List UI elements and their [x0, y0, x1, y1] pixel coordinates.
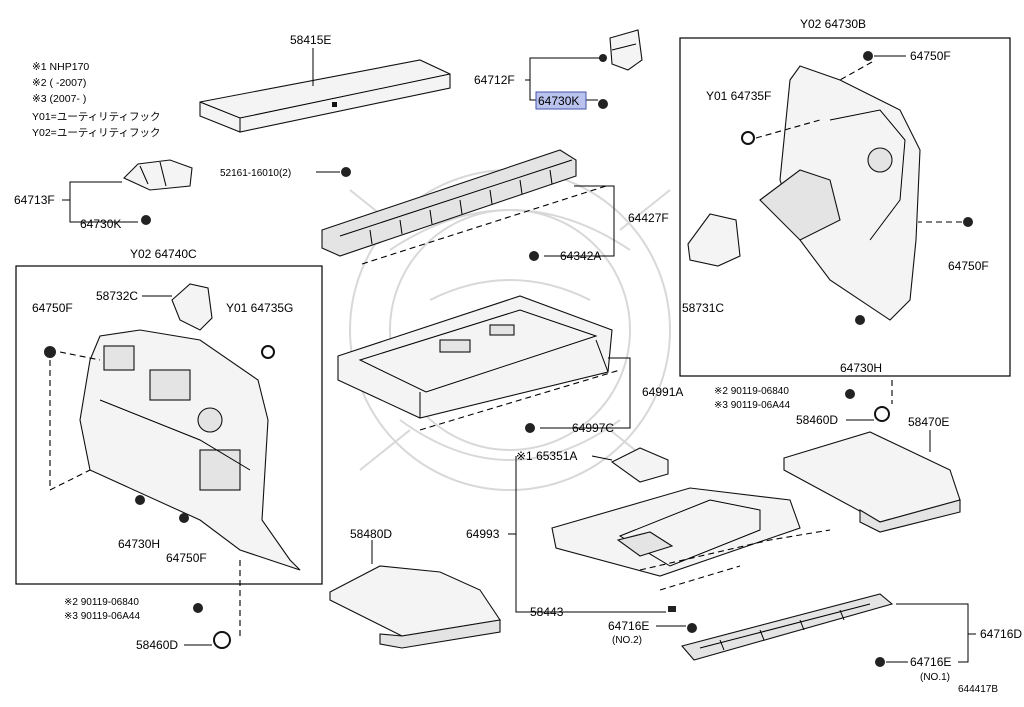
part-64730B-trim[interactable] — [759, 65, 921, 321]
group-box-right — [679, 37, 1011, 377]
note-2: ※2 ( -2007) — [32, 77, 86, 89]
label-58443[interactable]: 58443 — [530, 605, 564, 619]
clip-64342A — [529, 251, 539, 261]
group-title-right: Y02 64730B — [800, 17, 866, 31]
part-58480D[interactable] — [329, 565, 501, 649]
label-58731C[interactable]: 58731C — [682, 301, 724, 315]
clip-64730K-top — [599, 54, 607, 62]
clip-64730K-top-2 — [598, 99, 608, 109]
label-64716E-no2-note: (NO.2) — [612, 635, 642, 646]
hook-58460D-l — [213, 631, 231, 649]
clip-64730H-l — [135, 495, 145, 505]
highlight-64730K — [535, 91, 587, 110]
clip-64750F-l2 — [179, 513, 189, 523]
part-64740C-trim[interactable] — [79, 329, 301, 571]
part-64716D[interactable] — [681, 593, 894, 661]
clip-64730H-r — [855, 315, 865, 325]
clip-52161 — [341, 167, 351, 177]
part-58731C[interactable] — [687, 213, 741, 267]
note-4: Y01=ユーティリティフック — [32, 111, 161, 123]
label-64716E-no1-note: (NO.1) — [920, 672, 950, 683]
label-64712F[interactable]: 64712F — [474, 73, 515, 87]
label-90119-3-l[interactable]: ※3 90119-06A44 — [64, 611, 140, 622]
label-64730K-left[interactable]: 64730K — [80, 217, 121, 231]
hook-64735F — [741, 131, 755, 145]
part-64712F[interactable] — [609, 29, 643, 71]
clip-64716E-no1 — [875, 657, 885, 667]
label-64750F-l1[interactable]: 64750F — [32, 301, 73, 315]
label-64730K-top[interactable]: 64730K — [538, 94, 579, 108]
label-64730H-l[interactable]: 64730H — [118, 537, 160, 551]
label-52161-16010[interactable]: 52161-16010(2) — [220, 168, 291, 179]
group-box-left — [15, 265, 323, 585]
label-64735F[interactable]: Y01 64735F — [706, 89, 771, 103]
label-64730H-r[interactable]: 64730H — [840, 361, 882, 375]
label-64427F[interactable]: 64427F — [628, 211, 669, 225]
label-64991A[interactable]: 64991A — [642, 385, 683, 399]
diagram-id: 644417B — [958, 684, 998, 695]
label-65351A[interactable]: ※1 65351A — [516, 449, 577, 463]
label-90119-2-r[interactable]: ※2 90119-06840 — [714, 386, 789, 397]
label-64716E-no2[interactable]: 64716E — [608, 619, 649, 633]
clip-64750F-l1 — [44, 346, 56, 358]
note-3: ※3 (2007- ) — [32, 93, 86, 105]
label-64993[interactable]: 64993 — [466, 527, 500, 541]
bolt-90119-r — [845, 389, 855, 399]
label-58470E[interactable]: 58470E — [908, 415, 949, 429]
label-64716D[interactable]: 64716D — [980, 627, 1022, 641]
part-64713F[interactable] — [123, 159, 193, 191]
note-5: Y02=ユーティリティフック — [32, 127, 161, 139]
label-64735G[interactable]: Y01 64735G — [226, 301, 293, 315]
part-58443-clip — [668, 606, 676, 612]
label-90119-3-r[interactable]: ※3 90119-06A44 — [714, 400, 790, 411]
label-58480D[interactable]: 58480D — [350, 527, 392, 541]
part-58732C[interactable] — [171, 283, 213, 331]
clip-64997C — [525, 423, 535, 433]
label-90119-2-l[interactable]: ※2 90119-06840 — [64, 597, 139, 608]
part-64427F[interactable] — [321, 149, 577, 257]
part-65351A[interactable] — [610, 447, 669, 483]
label-64342A[interactable]: 64342A — [560, 249, 601, 263]
group-title-left: Y02 64740C — [130, 247, 197, 261]
clip-64730K-left — [141, 215, 151, 225]
notes-block: ※1 NHP170 ※2 ( -2007) ※3 (2007- ) Y01=ユー… — [32, 61, 161, 139]
clip-64750F-r1 — [863, 51, 873, 61]
clip-64716E-no2 — [687, 623, 697, 633]
label-58460D-l[interactable]: 58460D — [136, 638, 178, 652]
label-64750F-r2[interactable]: 64750F — [948, 259, 989, 273]
label-64997C[interactable]: 64997C — [572, 421, 614, 435]
label-58732C[interactable]: 58732C — [96, 289, 138, 303]
part-58470E[interactable] — [783, 431, 961, 533]
note-1: ※1 NHP170 — [32, 61, 89, 73]
label-64716E-no1[interactable]: 64716E — [910, 655, 951, 669]
bolt-90119-l — [193, 603, 203, 613]
hook-64735G — [261, 345, 275, 359]
label-64750F-l2[interactable]: 64750F — [166, 551, 207, 565]
label-64750F-r1[interactable]: 64750F — [910, 49, 951, 63]
clip-64750F-r2 — [963, 217, 973, 227]
part-58415E[interactable] — [199, 59, 451, 133]
label-64713F[interactable]: 64713F — [14, 193, 55, 207]
part-64991A[interactable] — [337, 295, 613, 419]
hook-58460D-r — [874, 406, 890, 422]
label-58415E[interactable]: 58415E — [290, 33, 331, 47]
label-58460D-r[interactable]: 58460D — [796, 413, 838, 427]
part-64993[interactable] — [551, 487, 801, 577]
